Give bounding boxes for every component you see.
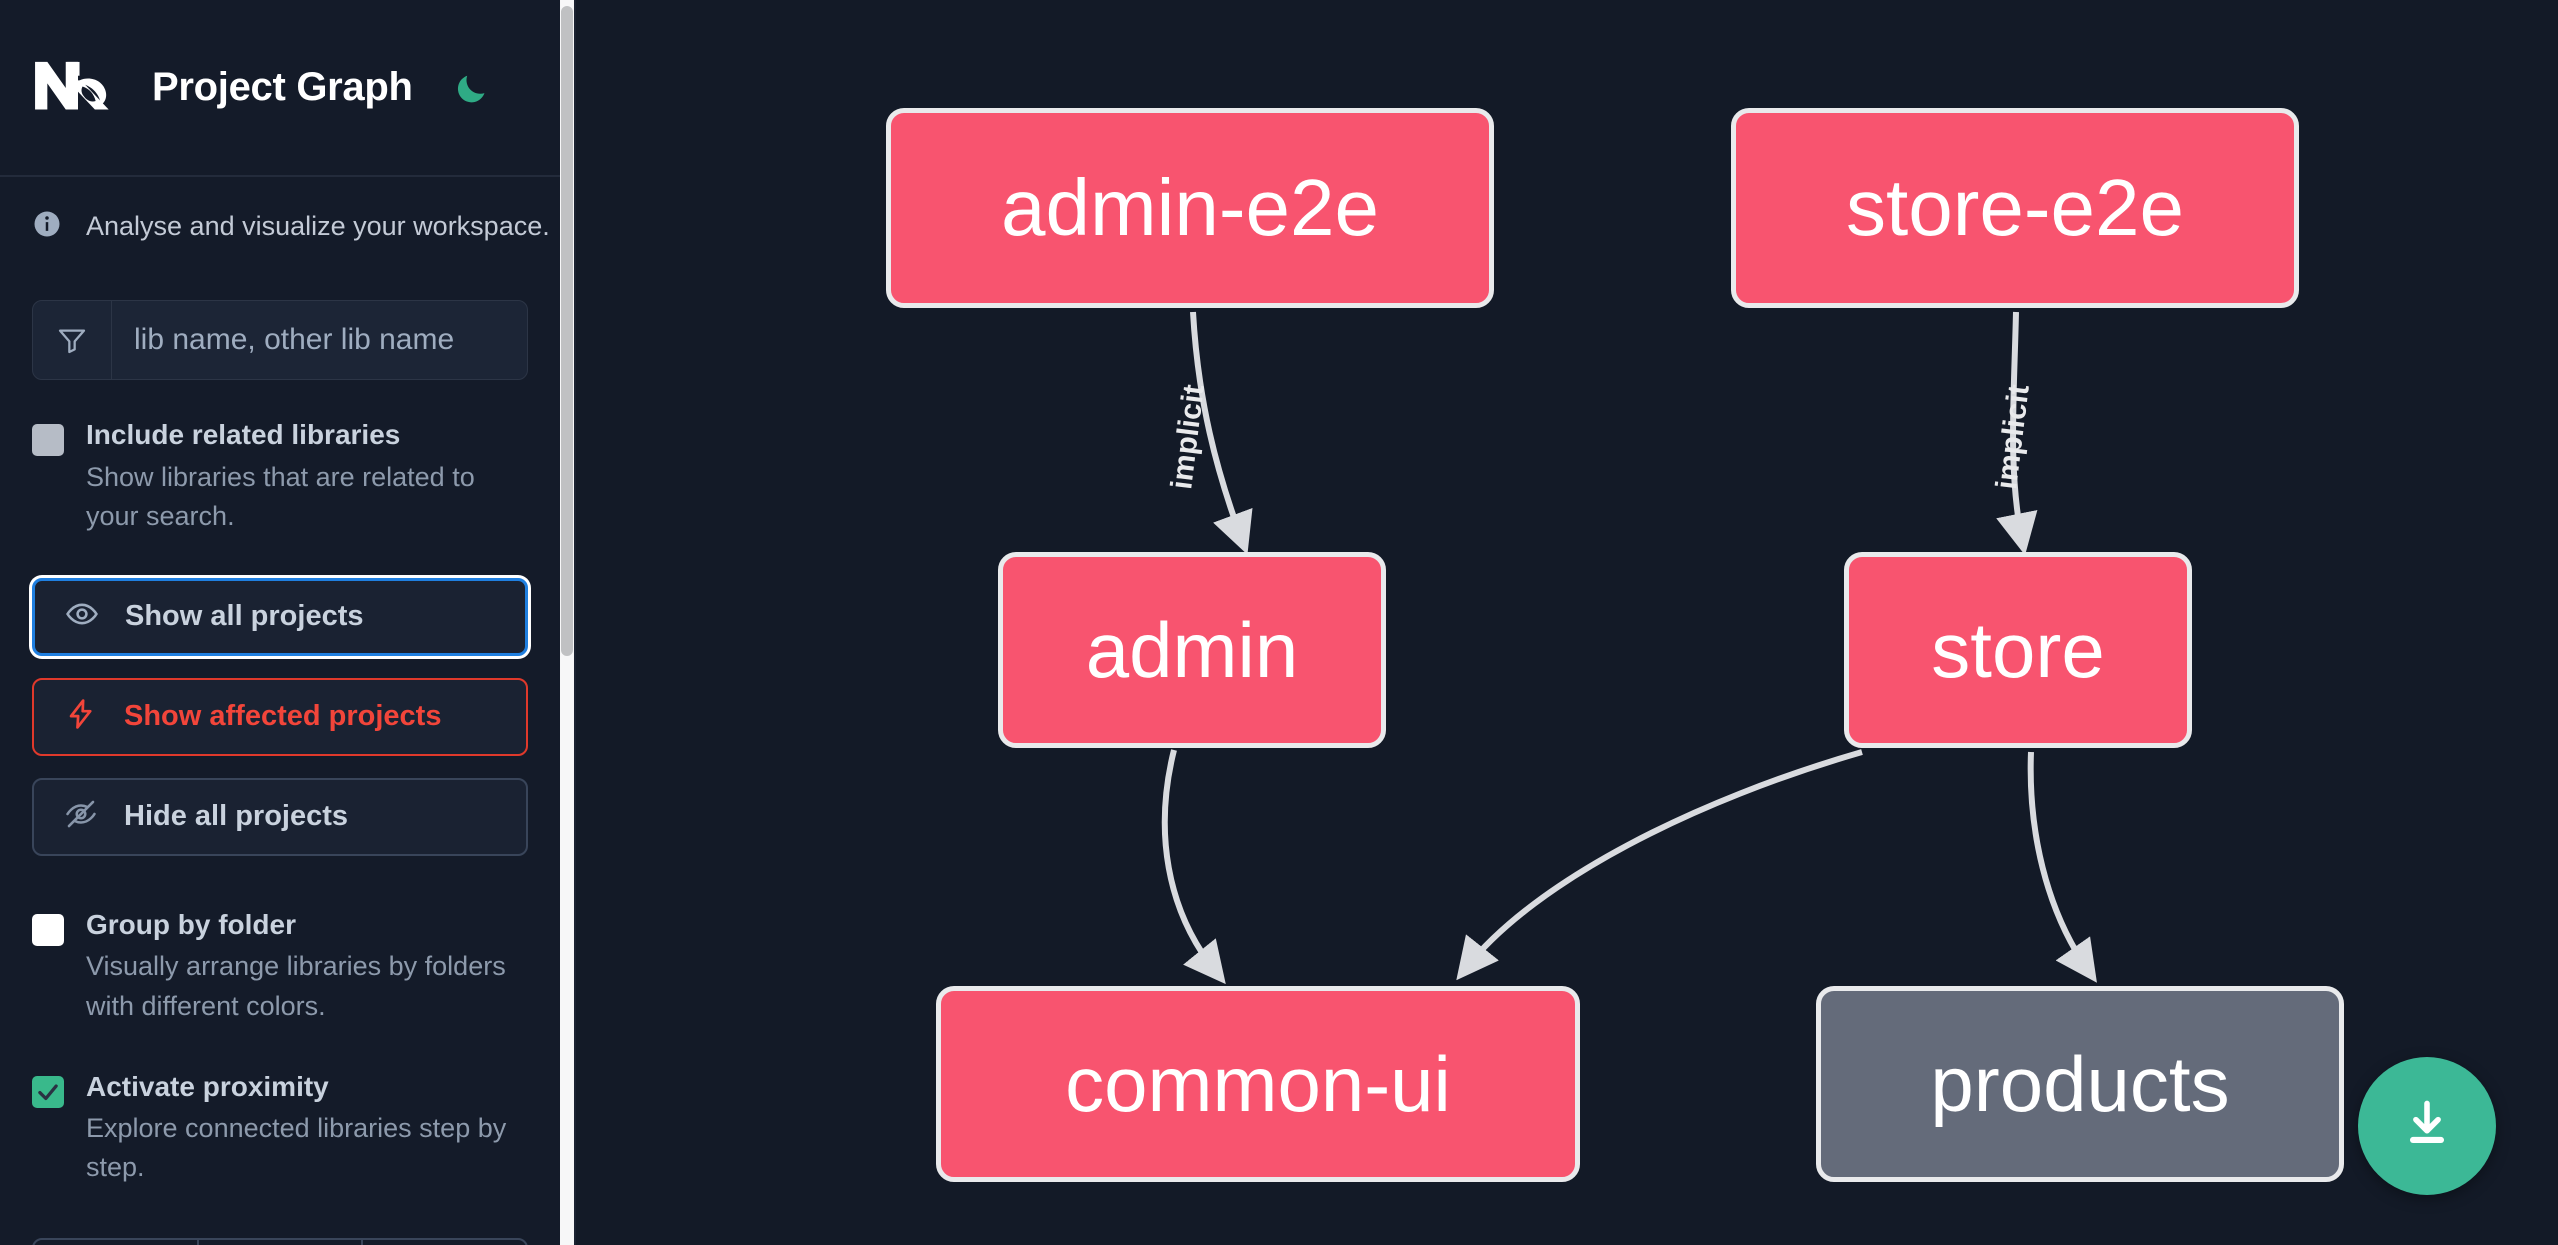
show-affected-projects-button[interactable]: Show affected projects bbox=[32, 677, 528, 756]
checkbox-box[interactable] bbox=[32, 424, 64, 456]
project-visibility-buttons: Show all projects Show affected projects bbox=[32, 577, 528, 856]
graph-node-products[interactable]: products bbox=[1816, 986, 2344, 1182]
info-circle-icon bbox=[32, 209, 62, 244]
eye-off-icon bbox=[64, 797, 98, 836]
segment-option[interactable] bbox=[363, 1240, 526, 1245]
checkbox-description: Explore connected libraries step by step… bbox=[86, 1113, 507, 1183]
eye-icon bbox=[65, 597, 99, 636]
header-divider bbox=[0, 175, 560, 177]
checkbox-box[interactable] bbox=[32, 913, 64, 946]
checkbox-label: Include related libraries bbox=[86, 419, 401, 450]
search-field-wrapper[interactable] bbox=[32, 300, 528, 380]
nx-logo-icon bbox=[32, 57, 124, 119]
page-title: Project Graph bbox=[152, 65, 413, 109]
graph-node-label: store bbox=[1931, 605, 2105, 694]
graph-node-admin[interactable]: admin bbox=[998, 552, 1386, 748]
show-all-projects-button[interactable]: Show all projects bbox=[32, 577, 528, 656]
sidebar: Project Graph Analyse and visualize your… bbox=[0, 0, 560, 1245]
graph-node-store[interactable]: store bbox=[1844, 552, 2192, 748]
show-all-projects-label: Show all projects bbox=[125, 600, 364, 633]
info-banner: Analyse and visualize your workspace. bbox=[0, 177, 560, 244]
checkbox-description: Show libraries that are related to your … bbox=[86, 461, 475, 531]
checkbox-label: Group by folder bbox=[86, 908, 296, 940]
segment-option[interactable] bbox=[34, 1239, 199, 1245]
sidebar-edge bbox=[574, 0, 576, 1245]
checkbox-include-related-libraries[interactable]: Include related libraries Show libraries… bbox=[0, 418, 560, 536]
segment-option[interactable] bbox=[199, 1239, 364, 1245]
checkbox-box[interactable] bbox=[32, 1075, 64, 1108]
graph-edges bbox=[1161, 311, 2097, 985]
checkbox-label: Activate proximity bbox=[86, 1070, 329, 1102]
graph-node-store-e2e[interactable]: store-e2e bbox=[1731, 108, 2299, 308]
project-graph-canvas[interactable]: admin-e2e store-e2e admin store common-u… bbox=[576, 0, 2558, 1245]
graph-node-admin-e2e[interactable]: admin-e2e bbox=[886, 108, 1494, 308]
graph-node-common-ui[interactable]: common-ui bbox=[936, 986, 1580, 1182]
graph-node-label: common-ui bbox=[1065, 1039, 1451, 1128]
graph-node-label: admin bbox=[1085, 605, 1299, 694]
filter-icon bbox=[33, 301, 112, 379]
sidebar-scrollbar-thumb[interactable] bbox=[561, 6, 573, 656]
download-graph-button[interactable] bbox=[2358, 1057, 2496, 1195]
search-input[interactable] bbox=[112, 301, 527, 379]
sidebar-header: Project Graph bbox=[0, 0, 560, 175]
moon-icon[interactable] bbox=[449, 66, 493, 110]
segmented-control[interactable] bbox=[32, 1237, 528, 1245]
sidebar-scroll-area[interactable]: Project Graph Analyse and visualize your… bbox=[0, 0, 560, 1245]
checkbox-activate-proximity[interactable]: Activate proximity Explore connected lib… bbox=[0, 1070, 560, 1188]
graph-node-label: admin-e2e bbox=[1000, 163, 1379, 252]
graph-node-label: store-e2e bbox=[1846, 163, 2184, 252]
hide-all-projects-label: Hide all projects bbox=[124, 800, 349, 833]
hide-all-projects-button[interactable]: Hide all projects bbox=[32, 777, 528, 856]
checkbox-group-by-folder[interactable]: Group by folder Visually arrange librari… bbox=[0, 908, 560, 1026]
checkbox-description: Visually arrange libraries by folders wi… bbox=[86, 951, 506, 1021]
download-icon bbox=[2398, 1095, 2456, 1158]
graph-node-label: products bbox=[1930, 1039, 2230, 1128]
show-affected-projects-label: Show affected projects bbox=[124, 700, 442, 733]
lightning-bolt-icon bbox=[64, 697, 98, 736]
info-banner-text: Analyse and visualize your workspace. bbox=[86, 211, 550, 241]
